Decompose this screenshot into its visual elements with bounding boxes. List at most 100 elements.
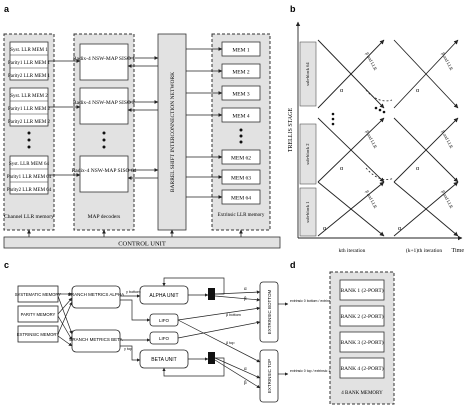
channel-mem-label: Parity2 LLR MEM 64 bbox=[7, 188, 52, 193]
svg-text:α: α bbox=[340, 166, 344, 172]
extrinsic-ellipsis-dots bbox=[239, 128, 243, 144]
beta-top-label: β top bbox=[226, 341, 235, 345]
beta-register bbox=[208, 352, 215, 364]
channel-mem-label: Syst. LLR MEM 2 bbox=[10, 94, 48, 99]
sub-block-64: sub-block 64 bbox=[299, 41, 317, 107]
svg-text:α: α bbox=[340, 88, 344, 94]
trellis-dashed-paths bbox=[365, 89, 395, 181]
lifo-bottom: LIFO bbox=[149, 331, 179, 345]
sub-block-2: sub-block 2 bbox=[299, 123, 317, 185]
barrel-shift-label: BARREL SHIFT INTERCONNECTION NETWORK bbox=[170, 72, 176, 192]
extrinsic-bottom-output: extrinsic 0 bottom / extrinsic 1 bottom bbox=[290, 299, 348, 303]
channel-mem-label: Parity1 LLR MEM 1 bbox=[8, 61, 51, 66]
beta-signal-label: β bbox=[244, 296, 247, 301]
control-unit-label: CONTROL UNIT bbox=[118, 241, 166, 248]
svg-text:β and LLR: β and LLR bbox=[441, 129, 455, 149]
map-siso-2: Radix-4 NSW-MAP SISO 2 bbox=[73, 87, 135, 125]
extrinsic-mem-62: MEM 62 bbox=[221, 149, 261, 165]
alpha-signal-label: α bbox=[244, 286, 247, 291]
extrinsic-mem-64: MEM 64 bbox=[221, 189, 261, 205]
panel-label-d: d bbox=[290, 260, 296, 270]
map-siso-1: Radix-4 NSW-MAP SISO 1 bbox=[73, 43, 135, 81]
channel-mem-label: Parity1 LLR MEM 64 bbox=[7, 175, 52, 180]
svg-text:LIFO: LIFO bbox=[159, 336, 170, 341]
svg-text:BANK 1 (2-PORT): BANK 1 (2-PORT) bbox=[340, 287, 383, 294]
svg-text:sub-block 2: sub-block 2 bbox=[305, 143, 310, 164]
alpha-labels: α α α α α α bbox=[323, 88, 420, 232]
extrinsic-bottom-block: EXTRINSIC BOTTOM bbox=[259, 281, 279, 343]
extrinsic-mem-1: MEM 1 bbox=[221, 41, 261, 57]
svg-text:MEM 64: MEM 64 bbox=[231, 196, 251, 202]
svg-text:α: α bbox=[398, 226, 402, 232]
svg-text:β and LLR: β and LLR bbox=[441, 51, 455, 71]
svg-text:β and LLR: β and LLR bbox=[365, 51, 379, 71]
bank-3: BANK 3 (2-PORT) bbox=[339, 331, 385, 353]
beta-bottom-label: β bottom bbox=[226, 313, 241, 317]
siso-label: Radix-4 NSW-MAP SISO 64 bbox=[72, 168, 137, 174]
k1-iteration-label: (k+1)th iteration bbox=[406, 247, 442, 254]
panel-c-wiring bbox=[57, 277, 289, 389]
svg-text:MEM 2: MEM 2 bbox=[232, 70, 250, 76]
beta-llr-labels: β and LLR β and LLR β and LLR β and LLR … bbox=[365, 51, 455, 209]
extrinsic-top-output: extrinsic 0 top / extrinsic 1 top bbox=[290, 369, 336, 373]
sub-block-1: sub-block 1 bbox=[299, 187, 317, 237]
svg-text:BRANCH METRICS BETA: BRANCH METRICS BETA bbox=[69, 337, 122, 342]
x-axis-label: Time bbox=[452, 248, 465, 254]
siso-label: Radix-4 NSW-MAP SISO 2 bbox=[73, 100, 135, 106]
channel-mem-label: Parity2 LLR MEM 2 bbox=[8, 120, 51, 125]
svg-text:β and LLR: β and LLR bbox=[365, 189, 379, 209]
channel-memory-caption: Channel LLR memory bbox=[4, 214, 54, 220]
svg-text:BANK 4 (2-PORT): BANK 4 (2-PORT) bbox=[340, 365, 383, 372]
map-siso-64: Radix-4 NSW-MAP SISO 64 bbox=[72, 155, 137, 193]
panel-label-a: a bbox=[4, 4, 10, 14]
alpha-register bbox=[208, 288, 215, 300]
map-decoders-caption: MAP decoders bbox=[88, 214, 121, 220]
panel-a-connections bbox=[27, 47, 243, 237]
panel-label-c: c bbox=[4, 260, 9, 270]
extrinsic-top-block: EXTRINSIC TOP bbox=[259, 349, 279, 403]
svg-text:α: α bbox=[323, 226, 327, 232]
svg-text:BANK 3 (2-PORT): BANK 3 (2-PORT) bbox=[340, 339, 383, 346]
panel-b: b TRELLIS STAGE Time sub-block 64 sub-bl… bbox=[288, 4, 464, 254]
parity-memory: PARITY MEMORY bbox=[17, 305, 59, 323]
beta-signal-label-bottom: β bbox=[244, 380, 247, 385]
extrinsic-memory: EXTRINSIC MEMORY bbox=[17, 325, 59, 343]
trellis-ellipsis-dots bbox=[331, 106, 386, 126]
panel-a: a Syst. LLR MEM 1 Parity1 LLR MEM 1 Pari… bbox=[3, 4, 281, 249]
channel-ellipsis-dots bbox=[27, 131, 31, 149]
svg-text:LIFO: LIFO bbox=[159, 318, 170, 323]
svg-text:EXTRINSIC TOP: EXTRINSIC TOP bbox=[267, 359, 272, 393]
bank-2: BANK 2 (2-PORT) bbox=[339, 305, 385, 327]
alpha-unit: ALPHA UNIT bbox=[139, 285, 189, 305]
svg-text:BRANCH METRICS ALPHA: BRANCH METRICS ALPHA bbox=[68, 292, 124, 297]
panel-label-b: b bbox=[290, 4, 296, 14]
extrinsic-mem-63: MEM 63 bbox=[221, 169, 261, 185]
svg-text:α: α bbox=[416, 88, 420, 94]
extrinsic-mem-2: MEM 2 bbox=[221, 63, 261, 79]
extrinsic-mem-3: MEM 3 bbox=[221, 85, 261, 101]
svg-text:ALPHA UNIT: ALPHA UNIT bbox=[149, 293, 178, 299]
bank-1: BANK 1 (2-PORT) bbox=[339, 279, 385, 301]
panel-c: c SYSTEMATIC MEMORY PARITY MEMORY EXTRIN… bbox=[4, 260, 348, 403]
svg-text:BETA UNIT: BETA UNIT bbox=[151, 357, 176, 363]
trellis-schedule-lines bbox=[317, 39, 459, 237]
alpha-signal-label-bottom: α bbox=[244, 366, 247, 371]
barrel-shift-network bbox=[157, 33, 187, 231]
svg-text:MEM 63: MEM 63 bbox=[231, 176, 251, 182]
extrinsic-memory-caption: Extrinsic LLR memory bbox=[218, 213, 265, 218]
siso-label: Radix-4 NSW-MAP SISO 1 bbox=[73, 56, 135, 62]
svg-text:α: α bbox=[416, 166, 420, 172]
svg-text:PARITY MEMORY: PARITY MEMORY bbox=[21, 312, 56, 317]
map-ellipsis-dots bbox=[102, 131, 106, 149]
channel-mem-label: Syst. LLR MEM 64 bbox=[9, 162, 50, 167]
channel-mem-label: Syst. LLR MEM 1 bbox=[10, 48, 48, 53]
svg-text:sub-block 64: sub-block 64 bbox=[305, 62, 310, 86]
gamma-top-label: γ top bbox=[124, 347, 132, 351]
bank-4: BANK 4 (2-PORT) bbox=[339, 357, 385, 379]
svg-text:SYSTEMATIC MEMORY: SYSTEMATIC MEMORY bbox=[15, 292, 62, 297]
control-unit-bar bbox=[3, 236, 281, 249]
svg-text:EXTRINSIC MEMORY: EXTRINSIC MEMORY bbox=[17, 332, 59, 337]
svg-text:MEM 3: MEM 3 bbox=[232, 92, 250, 98]
panel-d: d BANK 1 (2-PORT) BANK 2 (2-PORT) BANK 3… bbox=[290, 260, 395, 405]
